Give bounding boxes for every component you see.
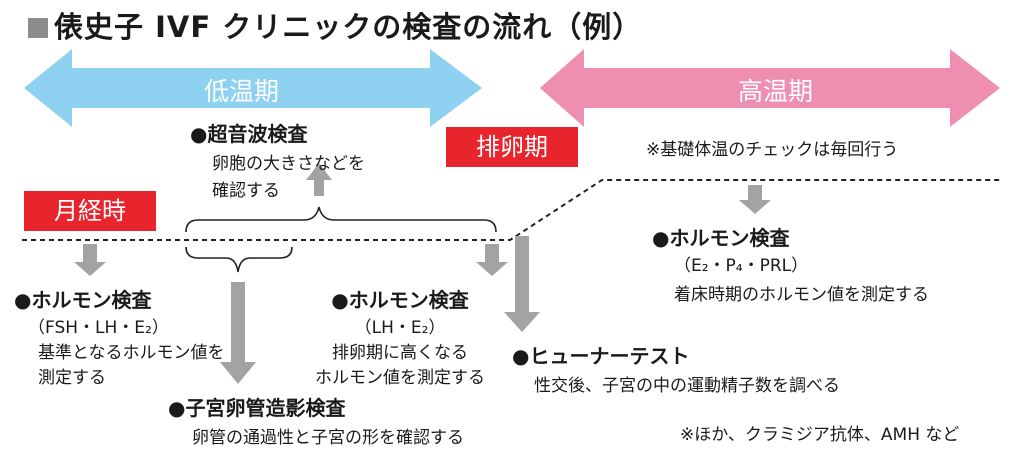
arrow-down-huhner [504, 236, 540, 332]
arrow-down-hormone-ovulation [476, 244, 508, 276]
ultrasound-block: ●超音波検査 卵胞の大きさなどを 確認する [190, 118, 365, 201]
hormone-high-block: ●ホルモン検査 （E₂・P₄・PRL） 着床時期のホルモン値を測定する [652, 222, 929, 305]
hormone-menses-title: ●ホルモン検査 [14, 288, 152, 312]
bbt-note: ※基礎体温のチェックは毎回行う [646, 140, 899, 160]
huhner-desc: 性交後、子宮の中の運動精子数を調べる [534, 376, 840, 396]
hormone-high-desc: 着床時期のホルモン値を測定する [674, 285, 929, 305]
arrow-up-ultrasound [306, 163, 332, 196]
ultrasound-desc-1: 卵胞の大きさなどを [212, 154, 365, 174]
high-phase-arrow [540, 49, 1000, 127]
other-tests-note: ※ほか、クラミジア抗体、AMH など [680, 425, 960, 445]
huhner-title: ●ヒューナーテスト [512, 344, 690, 368]
hormone-menses-desc-2: 測定する [38, 368, 106, 388]
temperature-dashed-line [22, 179, 1000, 241]
hormone-menses-desc-1: 基準となるホルモン値を [38, 343, 225, 363]
menstruation-badge: 月経時 [24, 191, 156, 231]
ovulation-badge: 排卵期 [446, 127, 578, 167]
huhner-block: ●ヒューナーテスト 性交後、子宮の中の運動精子数を調べる [512, 340, 840, 396]
hsg-desc: 卵管の通過性と子宮の形を確認する [192, 428, 464, 448]
hormone-menses-block: ●ホルモン検査 （FSH・LH・E₂） 基準となるホルモン値を 測定する [14, 284, 225, 388]
low-phase-arrow [24, 49, 482, 127]
hormone-ovulation-block: ●ホルモン検査 （LH・E₂） 排卵期に高くなる ホルモン値を測定する [300, 284, 500, 388]
hsg-title: ●子宮卵管造影検査 [168, 396, 346, 420]
hormone-ovulation-sub: （LH・E₂） [354, 318, 446, 338]
hormone-high-sub: （E₂・P₄・PRL） [674, 256, 809, 276]
hormone-menses-sub: （FSH・LH・E₂） [28, 318, 169, 338]
ultrasound-title: ●超音波検査 [190, 122, 308, 146]
arrow-down-hsg [220, 282, 256, 384]
arrow-down-hormone-high [739, 185, 771, 214]
ultrasound-desc-2: 確認する [212, 181, 280, 201]
ultrasound-bracket [185, 206, 497, 233]
hsg-bracket [185, 246, 293, 273]
hormone-ovulation-desc-1: 排卵期に高くなる [332, 343, 468, 363]
arrow-down-hormone-menses [74, 244, 106, 276]
page-title-text: 俵史子 IVF クリニックの検査の流れ（例） [54, 10, 643, 44]
hsg-block: ●子宮卵管造影検査 卵管の通過性と子宮の形を確認する [168, 392, 464, 448]
title-square-icon [28, 18, 48, 38]
hormone-ovulation-title: ●ホルモン検査 [331, 288, 469, 312]
page-title: 俵史子 IVF クリニックの検査の流れ（例） [28, 4, 642, 46]
hormone-high-title: ●ホルモン検査 [652, 226, 790, 250]
high-phase-label: 高温期 [738, 77, 814, 106]
hormone-ovulation-desc-2: ホルモン値を測定する [315, 368, 485, 388]
low-phase-label: 低温期 [204, 77, 280, 106]
